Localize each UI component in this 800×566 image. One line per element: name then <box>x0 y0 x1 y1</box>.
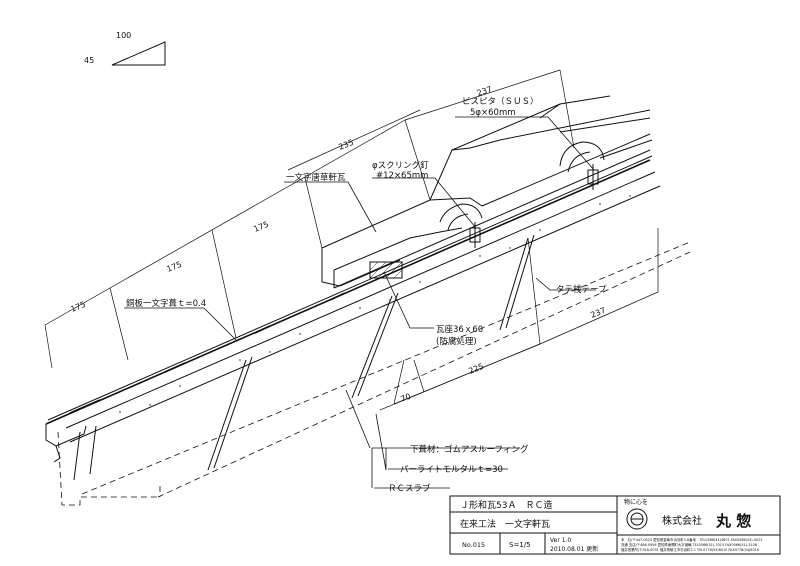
dim-237-right: 237 <box>589 306 607 320</box>
address-line-3: 福井営業所/〒916-0031 福井県鯖江市鳥羽町3-1 TEL0778(54)… <box>621 547 759 552</box>
slope-vertical-label: 45 <box>84 56 94 65</box>
drawing-number: No.015 <box>462 541 485 549</box>
dim-175-middle: 175 <box>165 260 183 274</box>
label-screw-nail-size: #12×65mm <box>376 171 428 181</box>
leader-lines <box>124 116 596 489</box>
address-line-2: 流通 支店/〒486-0956 愛知県東郷町大字諸輪 TEL0566(51)-3… <box>621 542 757 547</box>
anchor-struts <box>73 234 535 481</box>
slope-indicator: 100 45 <box>84 31 166 66</box>
title-block: Ｊ形和瓦53Ａ ＲＣ造 在来工法 一文字軒瓦 No.015 S=1/5 Ver … <box>449 495 781 555</box>
label-rc-slab: ＲＣスラブ <box>388 483 431 494</box>
label-perlite: パーライトモルタルｔ=30 <box>400 465 503 475</box>
dim-225: 225 <box>467 362 485 376</box>
slope-horizontal-label: 100 <box>116 31 131 40</box>
eave-tile <box>321 197 483 289</box>
dim-70: 70 <box>399 392 412 404</box>
label-tile-base: 瓦座36ｘ60 <box>436 324 483 335</box>
callout-labels: ビスピタ（ＳＵＳ） 5φ×60mm φスクリング釘 #12×65mm 一文字唐草… <box>126 96 607 494</box>
company-logo <box>626 508 648 530</box>
label-tate-sangi: タテ桟テープ <box>556 284 607 295</box>
company-slogan: 物に心を <box>624 498 648 506</box>
dim-237-top: 237 <box>476 85 493 98</box>
label-bisupita: ビスピタ（ＳＵＳ） <box>462 96 539 107</box>
drawing-date: 2010.08.01 更新 <box>550 545 598 553</box>
drawing-version: Ver 1.0 <box>550 537 571 544</box>
title-line-2: 在来工法 一文字軒瓦 <box>460 518 550 530</box>
dim-175-left: 175 <box>69 300 87 314</box>
label-bisupita-size: 5φ×60mm <box>470 108 516 118</box>
label-eave-tile: 一文字唐草軒瓦 <box>286 172 346 183</box>
underlay-and-copper-roofing <box>45 155 653 463</box>
label-tile-base-note: (防腐処理) <box>436 336 477 347</box>
upper-tile-courses <box>429 95 653 225</box>
drawing-scale: S=1/5 <box>509 541 531 549</box>
company-prefix: 株式会社 <box>662 514 702 527</box>
company-name: 丸 惣 <box>715 512 751 530</box>
label-screw-nail: φスクリング釘 <box>372 160 429 171</box>
slope-triangle <box>111 41 166 66</box>
dimension-lines <box>44 69 659 411</box>
dim-175-right: 175 <box>252 220 270 234</box>
label-underlay: 下葺材：ゴムアスルーフィング <box>410 444 529 455</box>
title-line-1: Ｊ形和瓦53Ａ ＲＣ造 <box>460 499 552 511</box>
label-copper-plate: 銅板一文字葺ｔ=0.4 <box>126 298 206 309</box>
address-line-1: 本 社/〒447-0024 愛知県碧南市浜寺町3-8番地 TEL0566(41)… <box>621 537 762 542</box>
rc-slab <box>57 241 691 506</box>
